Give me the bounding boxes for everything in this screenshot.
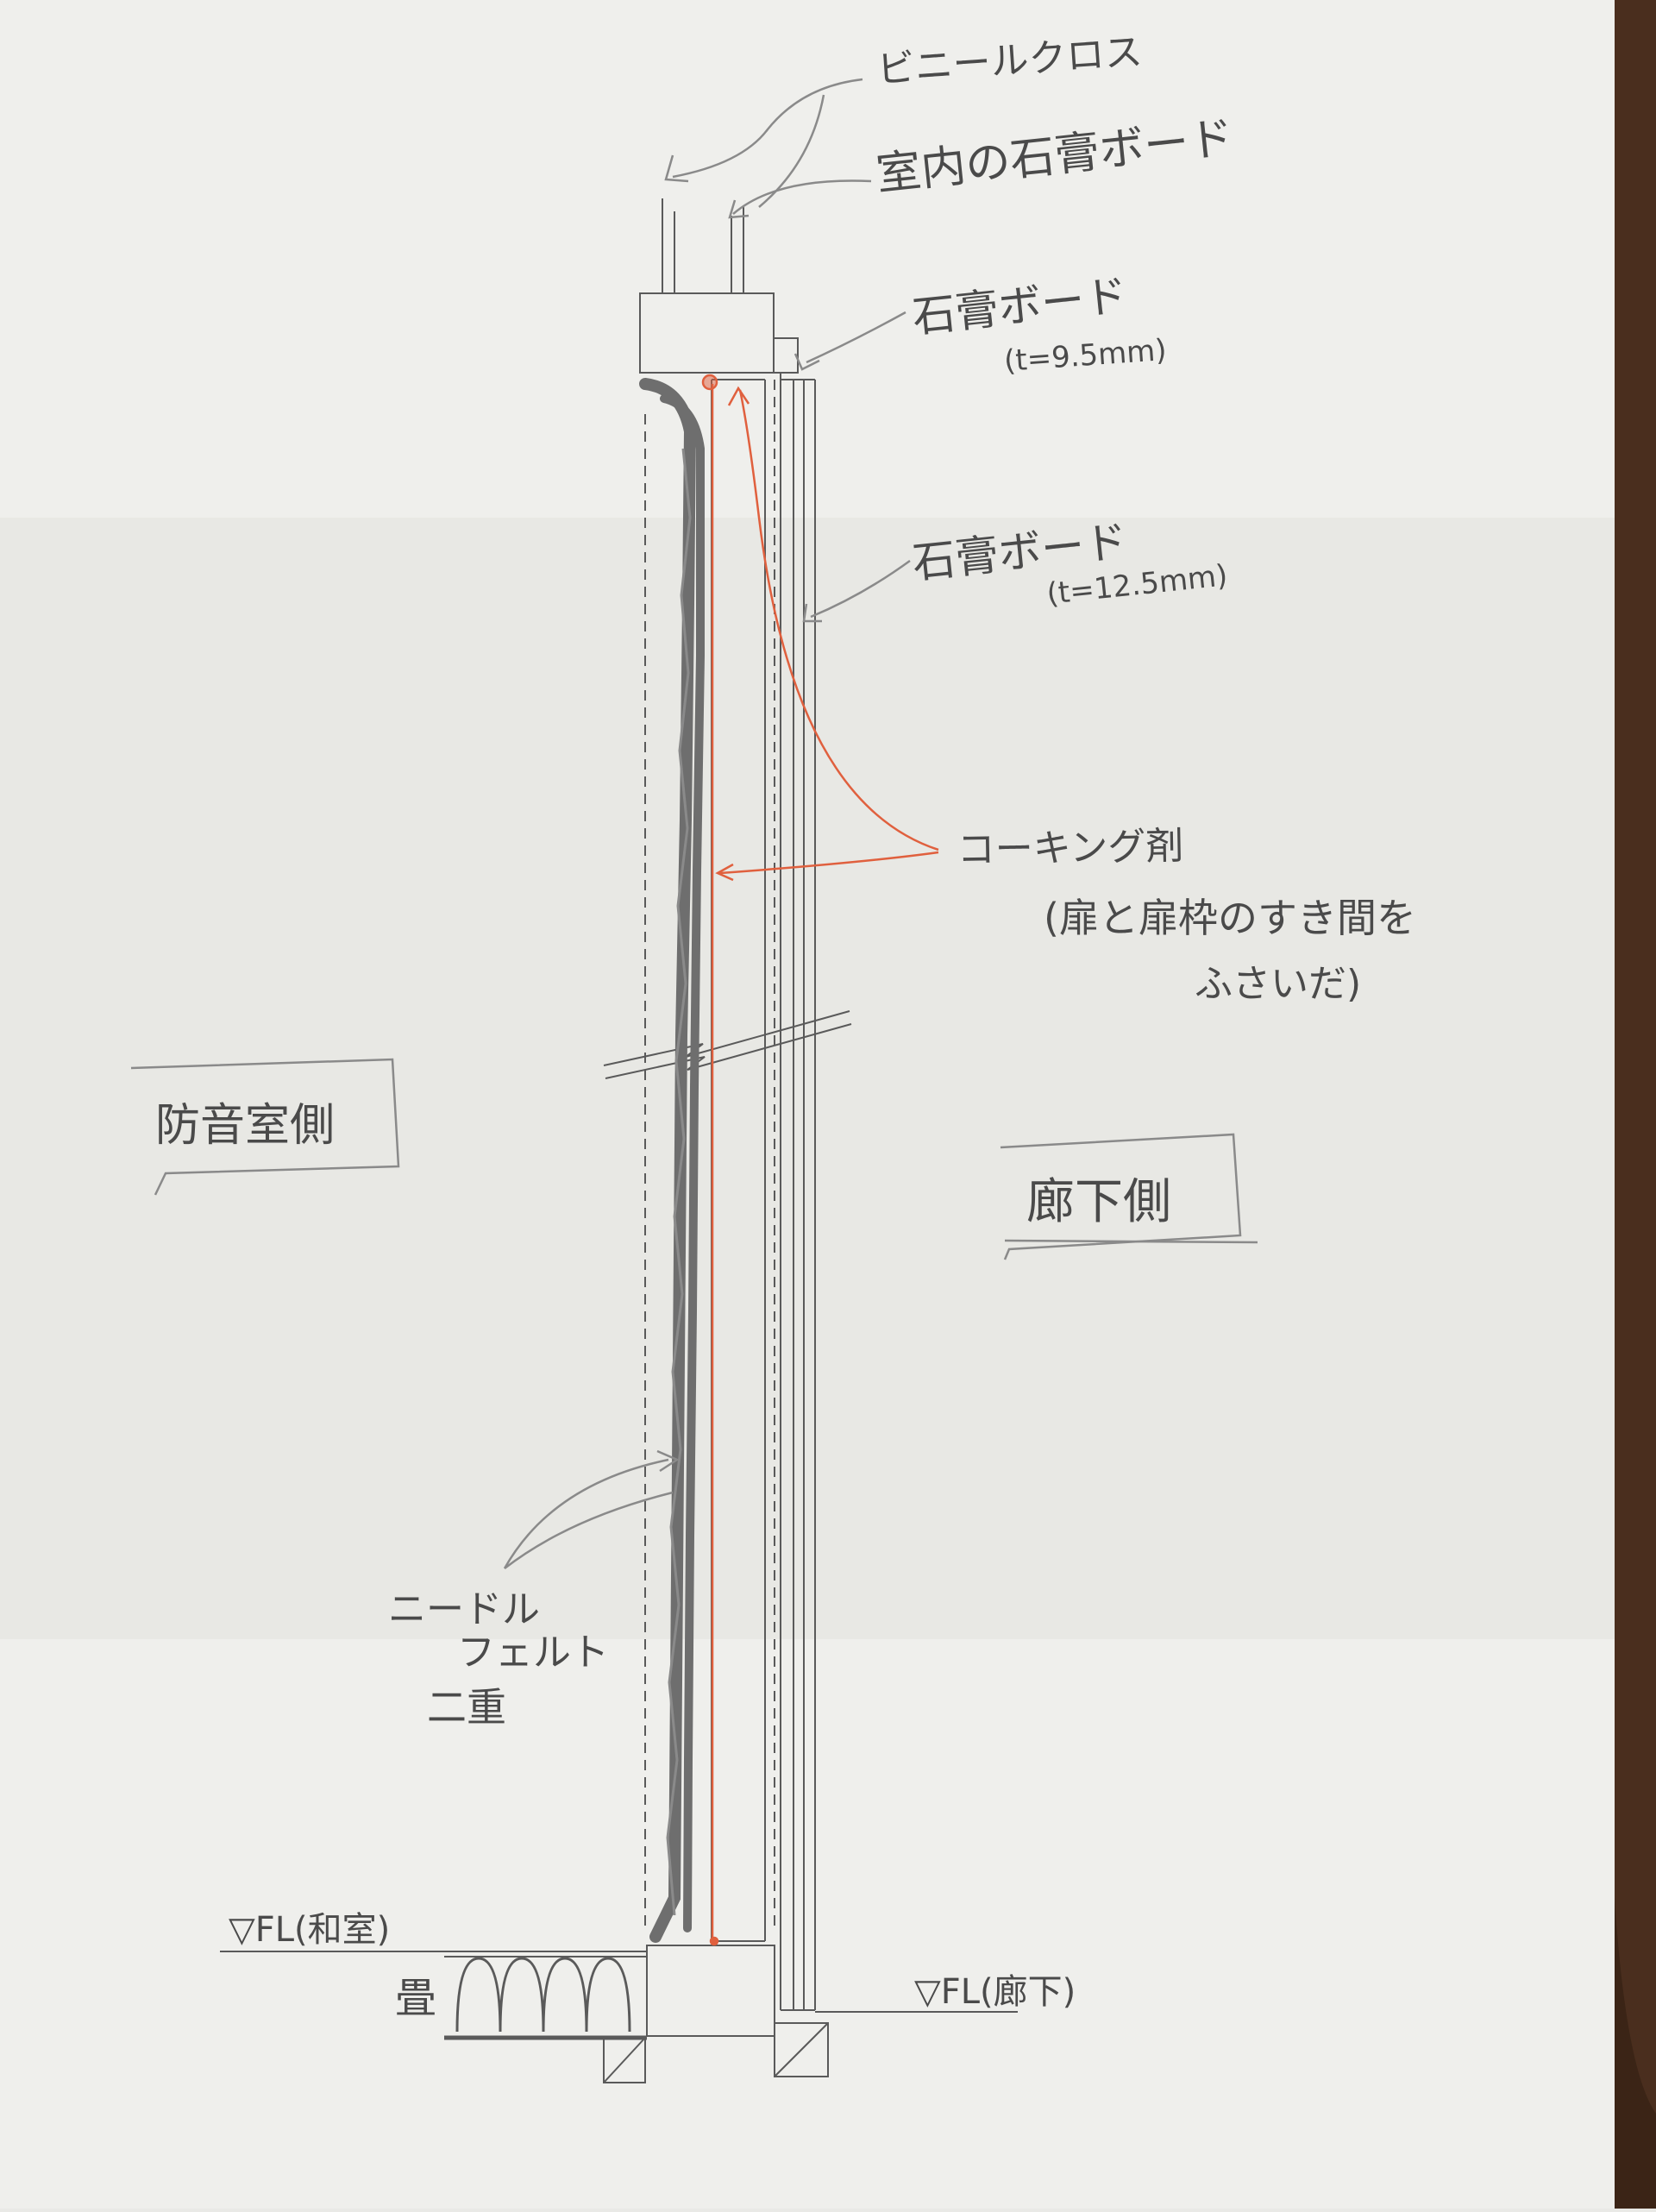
- caulking-leader-mid: [719, 851, 939, 875]
- table-edge-curve: [1615, 1898, 1656, 2209]
- leader-gypsum-95-arrow: [794, 353, 820, 371]
- label-tatami: 畳: [395, 1974, 436, 2022]
- caulking-leader-top: [738, 389, 939, 851]
- head-small-block: [773, 337, 799, 374]
- leader-gypsum-125: [810, 559, 911, 619]
- leader-felt-arrow: [656, 1449, 680, 1473]
- label-caulking-note-1: (扉と扉枠のすき間を: [1044, 895, 1416, 941]
- label-corridor-side: 廊下側: [1026, 1174, 1171, 1230]
- table-edge: [1615, 0, 1656, 2209]
- caulking-lines: [701, 374, 939, 1946]
- label-fl-room: ▽FL(和室): [229, 1910, 390, 1950]
- label-caulking: コーキング剤: [957, 824, 1184, 872]
- leader-felt-b: [504, 1491, 674, 1569]
- corridor-side-underline: [1004, 1239, 1258, 1244]
- caulking-dot-top: [701, 374, 718, 391]
- paper-shadow: [0, 518, 1615, 1639]
- label-felt-2: フェルト: [457, 1631, 609, 1675]
- felt-layer-inner: [660, 394, 705, 1932]
- caulking-dot-bottom: [709, 1936, 719, 1946]
- leader-vinyl-cloth: [672, 78, 863, 179]
- label-room-side: 防音室側: [155, 1100, 335, 1152]
- corridor-side-box: [1000, 1133, 1242, 1260]
- felt-texture: [666, 448, 692, 1916]
- leader-felt: [503, 1458, 669, 1569]
- needle-felt-double: [639, 378, 705, 1943]
- joist-right-diag: [774, 2022, 829, 2077]
- leader-lines: [130, 78, 1258, 1569]
- leader-indoor-gypsum: [732, 179, 872, 215]
- caulking-arrow-top: [727, 386, 750, 406]
- caulking-arrow-mid: [715, 863, 734, 882]
- label-fl-corridor: ▽FL(廊下): [914, 1972, 1076, 2012]
- room-side-box: [130, 1058, 400, 1196]
- joist-right: [774, 2022, 829, 2077]
- felt-layer-outer: [639, 378, 697, 1943]
- label-felt-1: ニードル: [388, 1587, 540, 1631]
- door-head-block: [639, 292, 775, 374]
- label-caulking-note-2: ふさいだ): [1195, 962, 1361, 1006]
- label-felt-3: 二重: [427, 1684, 506, 1731]
- leader-gypsum-125-arrow: [802, 603, 822, 623]
- leader-vinyl-cloth-b: [758, 94, 825, 208]
- joist-left: [603, 2037, 646, 2083]
- sill-block: [646, 1945, 775, 2037]
- joist-left-diag: [603, 2037, 646, 2083]
- leader-indoor-gypsum-arrow: [728, 199, 750, 219]
- leader-gypsum-95: [806, 311, 906, 364]
- tatami-wave: [455, 1957, 631, 2033]
- wall-section: [220, 198, 1018, 2083]
- leader-vinyl-cloth-arrow: [664, 154, 689, 183]
